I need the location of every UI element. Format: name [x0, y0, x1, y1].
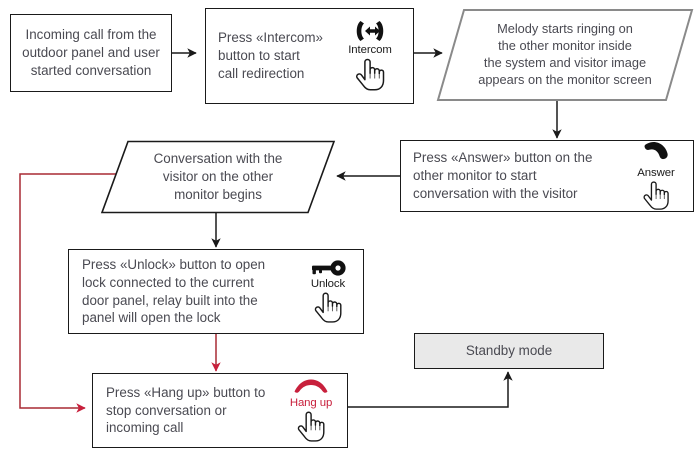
node-press-hangup-text: Press «Hang up» button to stop conversat…: [106, 384, 266, 436]
intercom-button-label: Intercom: [348, 44, 392, 56]
unlock-button-cluster[interactable]: Unlock: [299, 259, 357, 325]
node-conversation-begins-text: Conversation with the visitor on the oth…: [153, 151, 283, 202]
node-incoming-call[interactable]: Incoming call from the outdoor panel and…: [10, 14, 172, 92]
node-melody-ringing[interactable]: Melody starts ringing on the other monit…: [436, 8, 694, 102]
key-icon: [308, 259, 348, 277]
node-standby-mode[interactable]: Standby mode: [414, 333, 604, 369]
answer-button-label: Answer: [637, 167, 675, 179]
node-press-answer[interactable]: Press «Answer» button on the other monit…: [400, 140, 694, 212]
unlock-button-label: Unlock: [310, 277, 346, 290]
handset-answer-icon: [636, 140, 676, 166]
intercom-button-cluster[interactable]: Intercom: [337, 19, 403, 93]
node-melody-ringing-text: Melody starts ringing on the other monit…: [478, 21, 652, 87]
melody-parallelogram-shape: [436, 8, 694, 102]
intercom-icon: [351, 19, 389, 43]
hand-pointer-icon: [638, 178, 674, 212]
answer-button-cluster[interactable]: Answer: [625, 140, 687, 212]
node-press-unlock-text: Press «Unlock» button to open lock conne…: [82, 257, 266, 326]
node-press-unlock[interactable]: Press «Unlock» button to open lock conne…: [68, 249, 364, 334]
hangup-button-cluster[interactable]: Hang up: [281, 378, 341, 444]
node-press-intercom-text: Press «Intercom» button to start call re…: [218, 30, 323, 81]
hand-pointer-icon: [310, 289, 346, 325]
node-press-intercom[interactable]: Press «Intercom» button to start call re…: [205, 8, 414, 104]
node-conversation-begins[interactable]: Conversation with the visitor on the oth…: [100, 140, 336, 214]
hangup-button-label: Hang up: [289, 396, 333, 409]
edge-hangup-to-standby: [348, 371, 513, 408]
hand-pointer-icon: [293, 408, 329, 444]
node-incoming-call-text: Incoming call from the outdoor panel and…: [22, 27, 160, 78]
conversation-parallelogram-shape: [100, 140, 336, 214]
hand-pointer-icon: [352, 55, 388, 93]
node-press-hangup[interactable]: Press «Hang up» button to stop conversat…: [92, 373, 348, 448]
node-standby-mode-text: Standby mode: [465, 343, 553, 359]
handset-hangup-icon: [291, 378, 331, 396]
node-press-answer-text: Press «Answer» button on the other monit…: [413, 150, 593, 201]
